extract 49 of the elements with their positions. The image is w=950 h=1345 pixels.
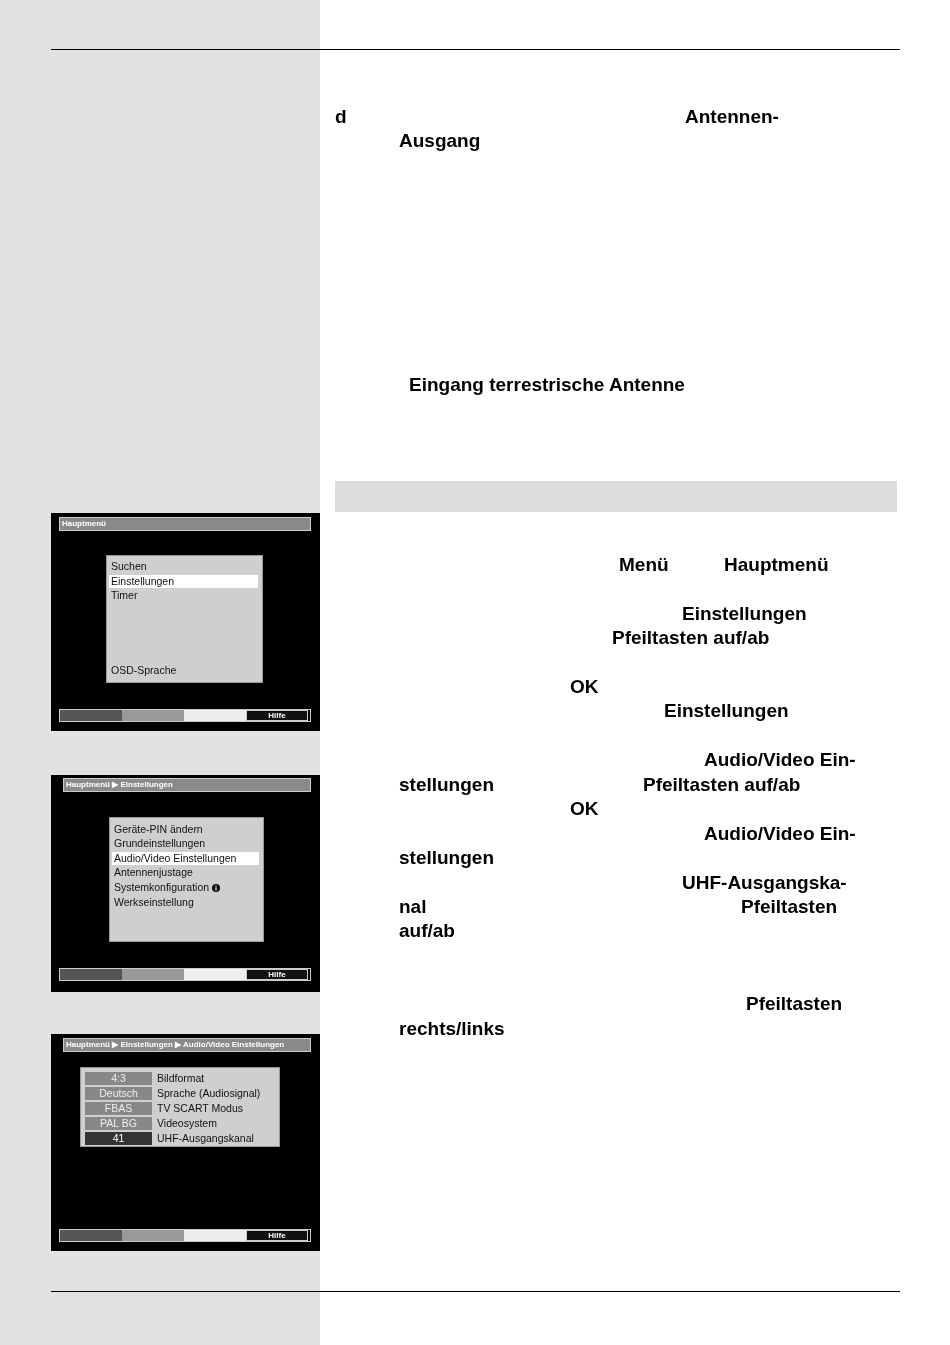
menu-item: Grundeinstellungen	[113, 837, 207, 850]
body-text: Pfeiltasten auf/ab	[643, 774, 801, 796]
menu-item: Werkseinstellung	[113, 896, 195, 909]
heading-bar	[335, 481, 897, 512]
setting-label: Videosystem	[157, 1117, 217, 1130]
menu-item: Suchen	[110, 560, 148, 573]
setting-label: UHF-Ausgangskanal	[157, 1132, 254, 1145]
body-text: Audio/Video Ein-	[704, 749, 856, 771]
menu-item: OSD-Sprache	[110, 664, 178, 677]
menu-item: Einstellungen	[109, 575, 258, 588]
menu-item: Audio/Video Einstellungen	[112, 852, 259, 865]
body-text: Hauptmenü	[724, 554, 829, 576]
body-text: Einstellungen	[682, 603, 807, 625]
help-key: Hilfe	[246, 969, 308, 980]
body-text: UHF-Ausgangska-	[682, 872, 847, 894]
body-text: stellungen	[399, 847, 494, 869]
body-text: Pfeiltasten	[741, 896, 838, 918]
body-text: Einstellungen	[664, 700, 789, 722]
menu-item: Geräte-PIN ändern	[113, 823, 204, 836]
breadcrumb-bar: Hauptmenü	[59, 517, 311, 531]
setting-value: 41	[85, 1132, 152, 1145]
body-text: Ausgang	[399, 130, 481, 152]
setting-value: FBAS	[85, 1102, 152, 1115]
setting-value: 4:3	[85, 1072, 152, 1085]
body-text: Antennen-	[685, 106, 779, 128]
menu-item: Systemkonfiguration	[114, 881, 210, 894]
breadcrumb-bar: Hauptmenü ▶ Einstellungen ▶ Audio/Video Einstellungen	[63, 1038, 311, 1052]
setting-value: Deutsch	[85, 1087, 152, 1100]
body-text: stellungen	[399, 774, 494, 796]
setting-label: Sprache (Audiosignal)	[157, 1087, 261, 1100]
body-text: Pfeiltasten auf/ab	[612, 627, 770, 649]
help-key: Hilfe	[246, 1230, 308, 1241]
setting-value: PAL BG	[85, 1117, 152, 1130]
body-text: rechts/links	[399, 1018, 505, 1040]
body-text: auf/ab	[399, 920, 455, 942]
body-text: nal	[399, 896, 427, 918]
body-text: OK	[570, 798, 599, 820]
body-text: OK	[570, 676, 599, 698]
body-text: Pfeiltasten	[746, 993, 843, 1015]
setting-label: Bildformat	[157, 1072, 205, 1085]
body-text: Menü	[619, 554, 669, 576]
help-key: Hilfe	[246, 710, 308, 721]
menu-item: Timer	[110, 589, 139, 602]
menu-item: Antennenjustage	[113, 866, 194, 879]
body-text: d	[335, 106, 347, 128]
breadcrumb-bar: Hauptmenü ▶ Einstellungen	[63, 778, 311, 792]
setting-label: TV SCART Modus	[157, 1102, 243, 1115]
body-text: Audio/Video Ein-	[704, 823, 856, 845]
body-text: Eingang terrestrische Antenne	[409, 374, 685, 396]
